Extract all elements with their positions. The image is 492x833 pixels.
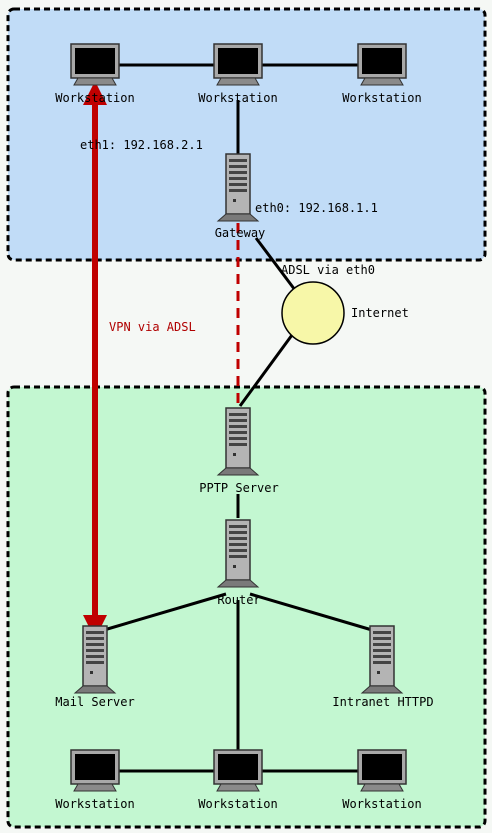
monitor-icon [213,43,263,86]
gateway-node[interactable]: Gateway [215,153,266,240]
workstation-top-2[interactable]: Workstation [198,43,278,105]
workstation-top-3-label: Workstation [342,91,421,105]
workstation-bottom-2-label: Workstation [198,797,277,811]
workstation-top-1-label: Workstation [55,91,134,105]
workstation-bottom-1-label: Workstation [55,797,134,811]
eth0-annotation: eth0: 192.168.1.1 [255,201,378,215]
pptp-server-label: PPTP Server [199,481,278,495]
internet-label: Internet [351,306,409,320]
router-label: Router [217,593,260,607]
monitor-icon [70,43,120,86]
router-node[interactable]: Router [217,519,261,607]
adsl-annotation: ADSL via eth0 [281,263,375,277]
monitor-icon [357,43,407,86]
monitor-icon [70,749,120,792]
workstation-top-1[interactable]: Workstation [55,43,135,105]
internet-node[interactable]: Internet [281,281,409,345]
workstation-bottom-3[interactable]: Workstation [342,749,422,811]
workstation-bottom-1[interactable]: Workstation [55,749,135,811]
vpn-annotation: VPN via ADSL [109,320,196,334]
link-router-intranet [249,592,373,632]
mail-server-node[interactable]: Mail Server [55,625,135,709]
pptp-server-node[interactable]: PPTP Server [199,407,279,495]
gateway-label: Gateway [215,226,266,240]
link-internet-pptp [238,334,294,407]
workstation-top-3[interactable]: Workstation [342,43,422,105]
mail-server-label: Mail Server [55,695,134,709]
intranet-httpd-label: Intranet HTTPD [332,695,433,709]
workstation-bottom-3-label: Workstation [342,797,421,811]
intranet-httpd-node[interactable]: Intranet HTTPD [332,625,434,709]
link-gateway-internet [254,237,297,291]
eth1-annotation: eth1: 192.168.2.1 [80,138,203,152]
workstation-top-2-label: Workstation [198,91,277,105]
cloud-circle-icon [281,281,345,345]
workstation-bottom-2[interactable]: Workstation [198,749,278,811]
monitor-icon [357,749,407,792]
monitor-icon [213,749,263,792]
link-router-mail [103,592,227,632]
bottom-network-zone [6,385,487,829]
